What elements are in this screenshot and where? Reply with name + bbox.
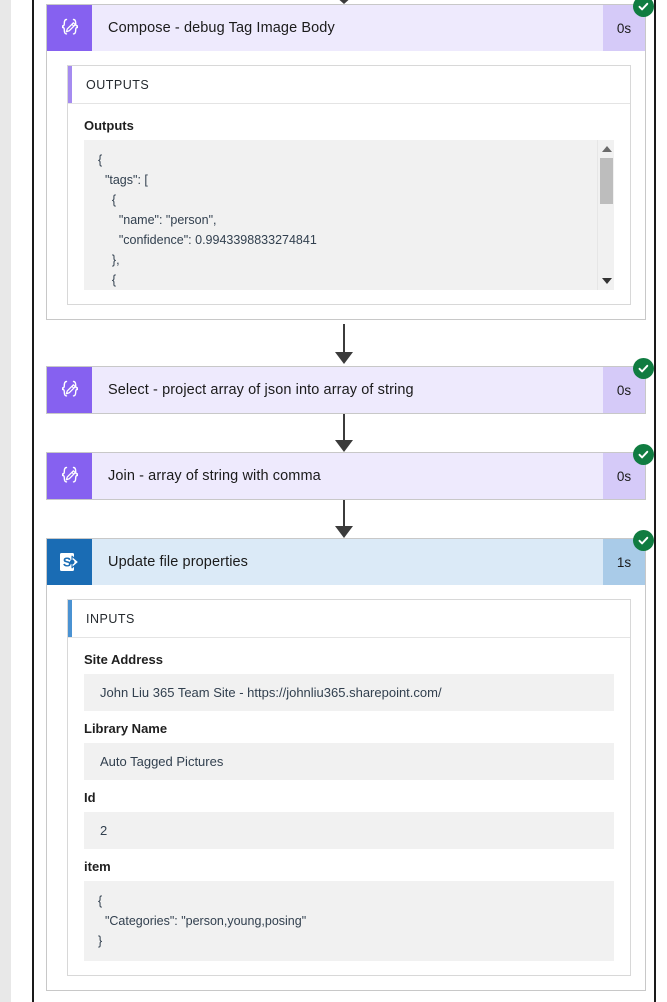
field-label-outputs: Outputs xyxy=(84,118,134,133)
panel-accent-bar xyxy=(68,600,72,637)
page-left-gutter xyxy=(0,0,11,1002)
action-card-header[interactable]: Compose - debug Tag Image Body 0s xyxy=(47,0,654,51)
panel-accent-bar xyxy=(68,66,72,103)
outputs-panel-title: OUTPUTS xyxy=(86,77,150,92)
connector-line-2 xyxy=(343,414,345,446)
field-label-library-name: Library Name xyxy=(84,721,168,736)
sharepoint-icon: S xyxy=(47,539,92,585)
action-card-select[interactable]: Select - project array of json into arra… xyxy=(46,358,654,414)
action-card-title: Update file properties xyxy=(108,554,249,570)
join-icon xyxy=(47,453,92,499)
outputs-panel: OUTPUTS Outputs { "tags": [ { "name": "p… xyxy=(67,65,631,305)
action-card-update-file-properties[interactable]: S Update file properties 1s xyxy=(46,530,654,991)
outputs-code-box[interactable]: { "tags": [ { "name": "person", "confide… xyxy=(84,140,614,290)
page-right-margin xyxy=(656,0,667,1002)
action-card-header[interactable]: Join - array of string with comma 0s xyxy=(47,444,654,499)
action-card-join[interactable]: Join - array of string with comma 0s xyxy=(46,444,654,500)
inputs-panel: INPUTS Site Address John Liu 365 Team Si… xyxy=(67,599,631,976)
action-card-title: Join - array of string with comma xyxy=(108,468,321,484)
page-left-margin xyxy=(11,0,32,1002)
action-card-body: INPUTS Site Address John Liu 365 Team Si… xyxy=(47,585,645,990)
connector-line-1 xyxy=(343,324,345,356)
outputs-panel-header[interactable]: OUTPUTS xyxy=(68,66,630,104)
compose-icon xyxy=(47,5,92,51)
outputs-panel-body: Outputs { "tags": [ { "name": "person", … xyxy=(68,104,630,304)
inputs-panel-body: Site Address John Liu 365 Team Site - ht… xyxy=(68,638,630,975)
scrollbar-thumb[interactable] xyxy=(600,158,613,204)
status-success-badge xyxy=(633,358,654,379)
field-value-id[interactable]: 2 xyxy=(84,812,614,849)
field-label-item: item xyxy=(84,859,111,874)
status-success-badge xyxy=(633,0,654,17)
item-code-box[interactable]: { "Categories": "person,young,posing" } xyxy=(84,881,614,961)
connector-arrow-3 xyxy=(335,526,353,538)
action-card-header[interactable]: Select - project array of json into arra… xyxy=(47,358,654,413)
item-code-text: { "Categories": "person,young,posing" } xyxy=(98,894,307,948)
field-value-library-name[interactable]: Auto Tagged Pictures xyxy=(84,743,614,780)
field-label-id: Id xyxy=(84,790,96,805)
field-value-site-address[interactable]: John Liu 365 Team Site - https://johnliu… xyxy=(84,674,614,711)
inputs-panel-title: INPUTS xyxy=(86,611,135,626)
status-success-badge xyxy=(633,444,654,465)
action-card-header[interactable]: S Update file properties 1s xyxy=(47,530,654,585)
scroll-down-arrow-icon[interactable] xyxy=(598,274,614,288)
canvas-right-border xyxy=(654,0,656,1002)
svg-text:S: S xyxy=(62,556,70,570)
field-label-site-address: Site Address xyxy=(84,652,163,667)
select-icon xyxy=(47,367,92,413)
action-card-title: Select - project array of json into arra… xyxy=(108,382,414,398)
connector-line-3 xyxy=(343,500,345,530)
status-success-badge xyxy=(633,530,654,551)
inputs-panel-header[interactable]: INPUTS xyxy=(68,600,630,638)
action-card-compose[interactable]: Compose - debug Tag Image Body 0s OUTPUT… xyxy=(46,0,654,320)
connector-arrow-1 xyxy=(335,352,353,364)
outputs-code-text: { "tags": [ { "name": "person", "confide… xyxy=(98,153,317,287)
flow-canvas: Compose - debug Tag Image Body 0s OUTPUT… xyxy=(34,0,654,1002)
action-card-body: OUTPUTS Outputs { "tags": [ { "name": "p… xyxy=(47,51,645,319)
action-card-title: Compose - debug Tag Image Body xyxy=(108,20,335,36)
connector-arrow-incoming xyxy=(335,0,353,4)
connector-arrow-2 xyxy=(335,440,353,452)
outputs-scrollbar[interactable] xyxy=(597,140,614,290)
scroll-up-arrow-icon[interactable] xyxy=(598,142,614,156)
canvas-left-border xyxy=(32,0,34,1002)
